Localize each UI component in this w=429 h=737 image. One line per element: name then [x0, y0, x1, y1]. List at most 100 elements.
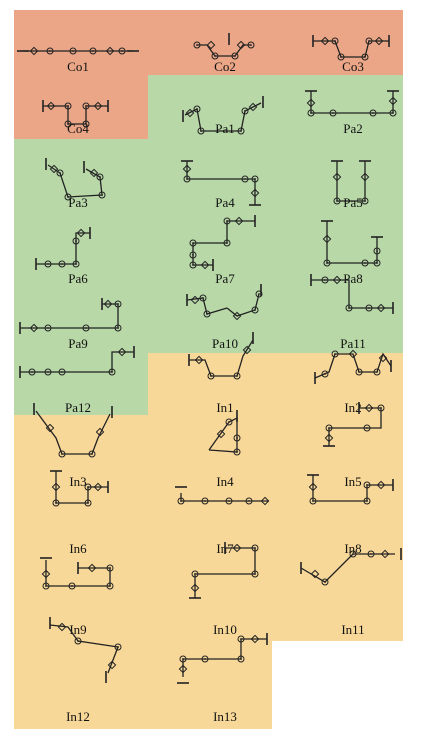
- motif-pa12: [19, 346, 135, 378]
- node-circle: [189, 251, 197, 259]
- node-diamond: [232, 311, 242, 321]
- motif-in7: [175, 486, 270, 506]
- motif-pa6: [35, 227, 91, 270]
- node-dot: [206, 313, 208, 315]
- co-region-2: [14, 75, 148, 139]
- motif-label-in3: In3: [69, 474, 86, 489]
- node-dot: [310, 112, 312, 114]
- motif-label-co4: Co4: [67, 121, 89, 136]
- motif-in2: [314, 349, 392, 384]
- node-circle: [177, 497, 185, 505]
- node-circle: [223, 239, 231, 247]
- motif-pa4: [181, 160, 261, 206]
- pa-region-3: [14, 353, 148, 415]
- node-diamond: [185, 108, 195, 118]
- node-dot: [358, 371, 360, 373]
- motif-label-in11: In11: [341, 622, 364, 637]
- node-circle: [337, 53, 345, 61]
- node-dot: [59, 172, 61, 174]
- node-circle: [331, 37, 339, 45]
- node-diamond: [374, 36, 384, 46]
- node-dot: [49, 50, 51, 52]
- node-dot: [236, 437, 238, 439]
- node-dot: [324, 373, 326, 375]
- node-circle: [231, 52, 239, 60]
- node-dot: [194, 573, 196, 575]
- node-dot: [254, 178, 256, 180]
- node-dot: [214, 55, 216, 57]
- node-circle: [52, 499, 60, 507]
- node-circle: [325, 424, 333, 432]
- node-diamond: [376, 480, 386, 490]
- node-dot: [111, 371, 113, 373]
- node-diamond: [190, 295, 200, 305]
- in-region-1: [148, 353, 403, 415]
- node-dot: [109, 585, 111, 587]
- node-circle: [44, 260, 52, 268]
- node-circle: [84, 483, 92, 491]
- node-dot: [248, 500, 250, 502]
- node-dot: [61, 453, 63, 455]
- node-circle: [349, 550, 357, 558]
- node-diamond: [93, 101, 103, 111]
- node-dot: [47, 371, 49, 373]
- node-circle: [363, 497, 371, 505]
- node-diamond: [103, 299, 113, 309]
- node-diamond: [324, 433, 334, 443]
- node-dot: [332, 112, 334, 114]
- motif-path: [43, 105, 108, 125]
- pa-region-2: [14, 139, 403, 353]
- node-dot: [228, 421, 230, 423]
- node-dot: [254, 573, 256, 575]
- node-circle: [225, 418, 233, 426]
- node-dot: [250, 44, 252, 46]
- node-diamond: [29, 323, 39, 333]
- node-dot: [87, 502, 89, 504]
- node-circle: [377, 404, 385, 412]
- motif-in10: [189, 542, 259, 599]
- node-diamond: [76, 228, 86, 238]
- node-circle: [323, 259, 331, 267]
- motif-path: [311, 279, 393, 309]
- node-dot: [91, 453, 93, 455]
- node-circle: [345, 304, 353, 312]
- node-circle: [114, 643, 122, 651]
- node-diamond: [89, 168, 99, 178]
- node-diamond: [232, 543, 242, 553]
- node-dot: [202, 297, 204, 299]
- node-dot: [376, 250, 378, 252]
- node-circle: [64, 120, 72, 128]
- node-diamond: [360, 172, 370, 182]
- node-circle: [373, 247, 381, 255]
- node-diamond: [376, 303, 386, 313]
- node-dot: [71, 585, 73, 587]
- node-circle: [191, 570, 199, 578]
- node-dot: [334, 40, 336, 42]
- node-dot: [254, 309, 256, 311]
- node-circle: [225, 497, 233, 505]
- node-diamond: [51, 482, 61, 492]
- node-circle: [373, 259, 381, 267]
- motif-path: [186, 161, 256, 205]
- node-diamond: [49, 164, 59, 174]
- node-dot: [55, 502, 57, 504]
- motif-in3: [33, 403, 113, 458]
- motif-label-pa9: Pa9: [68, 336, 88, 351]
- node-circle: [237, 127, 245, 135]
- node-diamond: [322, 234, 332, 244]
- node-diamond: [45, 423, 55, 433]
- motif-in9: [40, 557, 114, 590]
- node-circle: [58, 368, 66, 376]
- node-dot: [368, 307, 370, 309]
- node-circle: [233, 434, 241, 442]
- node-circle: [199, 294, 207, 302]
- node-diamond: [105, 46, 115, 56]
- motif-path: [20, 351, 134, 373]
- node-circle: [321, 370, 329, 378]
- node-circle: [201, 497, 209, 505]
- node-dot: [240, 638, 242, 640]
- motif-in12: [49, 617, 122, 683]
- motif-label-in1: In1: [216, 400, 233, 415]
- motif-label-pa3: Pa3: [68, 195, 88, 210]
- node-circle: [179, 655, 187, 663]
